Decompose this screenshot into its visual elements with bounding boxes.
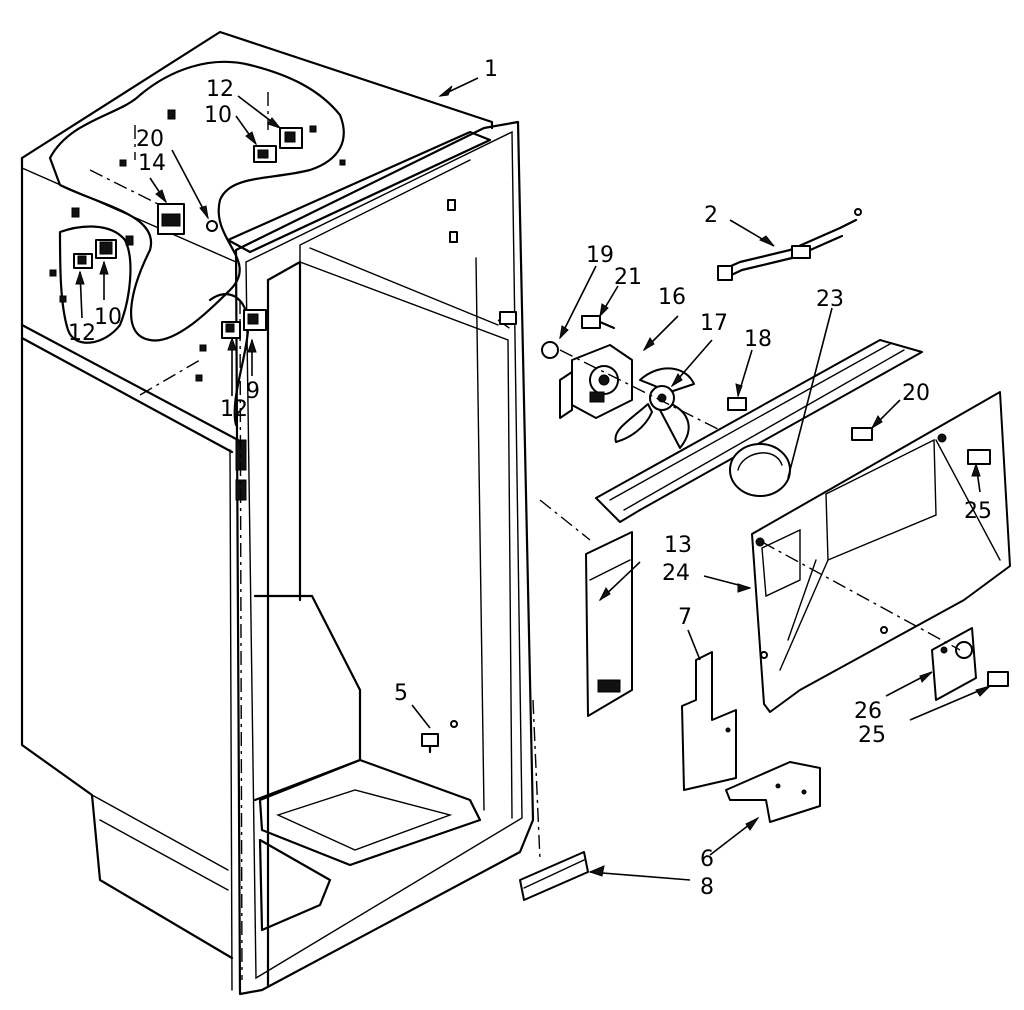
callout-14: 14 bbox=[138, 151, 166, 176]
callout-25-upper: 25 bbox=[964, 499, 992, 524]
callout-9: 9 bbox=[246, 379, 260, 404]
mounting-holes bbox=[49, 109, 346, 382]
callout-20-right: 20 bbox=[902, 381, 930, 406]
part-25-screw-upper bbox=[967, 449, 991, 465]
part-2-harness bbox=[717, 208, 862, 281]
callout-10-top: 10 bbox=[204, 103, 232, 128]
callout-13: 13 bbox=[664, 533, 692, 558]
part-7-panel bbox=[681, 651, 737, 791]
callout-6: 6 bbox=[700, 847, 714, 872]
callout-7: 7 bbox=[678, 605, 692, 630]
connector-10-top bbox=[253, 145, 277, 163]
part-23-fan-shroud bbox=[595, 339, 923, 523]
connector-12-top bbox=[279, 127, 303, 149]
switch-14 bbox=[157, 203, 185, 235]
connector-12-mid bbox=[221, 321, 241, 339]
connector-12-left bbox=[73, 253, 93, 269]
callout-26: 26 bbox=[854, 699, 882, 724]
callout-24: 24 bbox=[662, 561, 690, 586]
callout-labels: 1 2 5 6 7 8 9 10 10 12 12 12 13 14 16 17… bbox=[68, 57, 992, 900]
callout-5: 5 bbox=[394, 681, 408, 706]
callout-21: 21 bbox=[614, 265, 642, 290]
screw-20-top bbox=[206, 220, 218, 232]
callout-12-mid: 12 bbox=[220, 397, 248, 422]
callout-19: 19 bbox=[586, 243, 614, 268]
part-6-bracket bbox=[725, 761, 821, 823]
callout-2: 2 bbox=[704, 203, 718, 228]
part-18-screw bbox=[727, 397, 747, 411]
callout-10-left: 10 bbox=[94, 305, 122, 330]
callout-8: 8 bbox=[700, 875, 714, 900]
callout-25-lower: 25 bbox=[858, 723, 886, 748]
part-17-fan-blade bbox=[614, 367, 695, 449]
part-8-bracket bbox=[519, 851, 589, 901]
part-19-nut bbox=[541, 341, 559, 359]
callout-12-top: 12 bbox=[206, 77, 234, 102]
callout-18: 18 bbox=[744, 327, 772, 352]
callout-1: 1 bbox=[484, 57, 498, 82]
part-20-screw bbox=[851, 427, 873, 441]
refrigerator-cabinet bbox=[20, 30, 535, 996]
leader-lines bbox=[75, 77, 992, 881]
part-21-screw bbox=[581, 315, 616, 330]
part-24-evaporator-cover bbox=[751, 391, 1011, 713]
callout-20-top: 20 bbox=[136, 127, 164, 152]
part-25-screw-lower bbox=[987, 671, 1009, 687]
callout-23: 23 bbox=[816, 287, 844, 312]
part-13-panel bbox=[585, 531, 633, 717]
part-5-light-socket bbox=[421, 720, 458, 754]
callout-12-left: 12 bbox=[68, 321, 96, 346]
connector-10-left bbox=[95, 239, 117, 259]
callout-17: 17 bbox=[700, 311, 728, 336]
callout-16: 16 bbox=[658, 285, 686, 310]
connector-9 bbox=[243, 309, 267, 331]
part-26-bracket bbox=[931, 627, 977, 701]
